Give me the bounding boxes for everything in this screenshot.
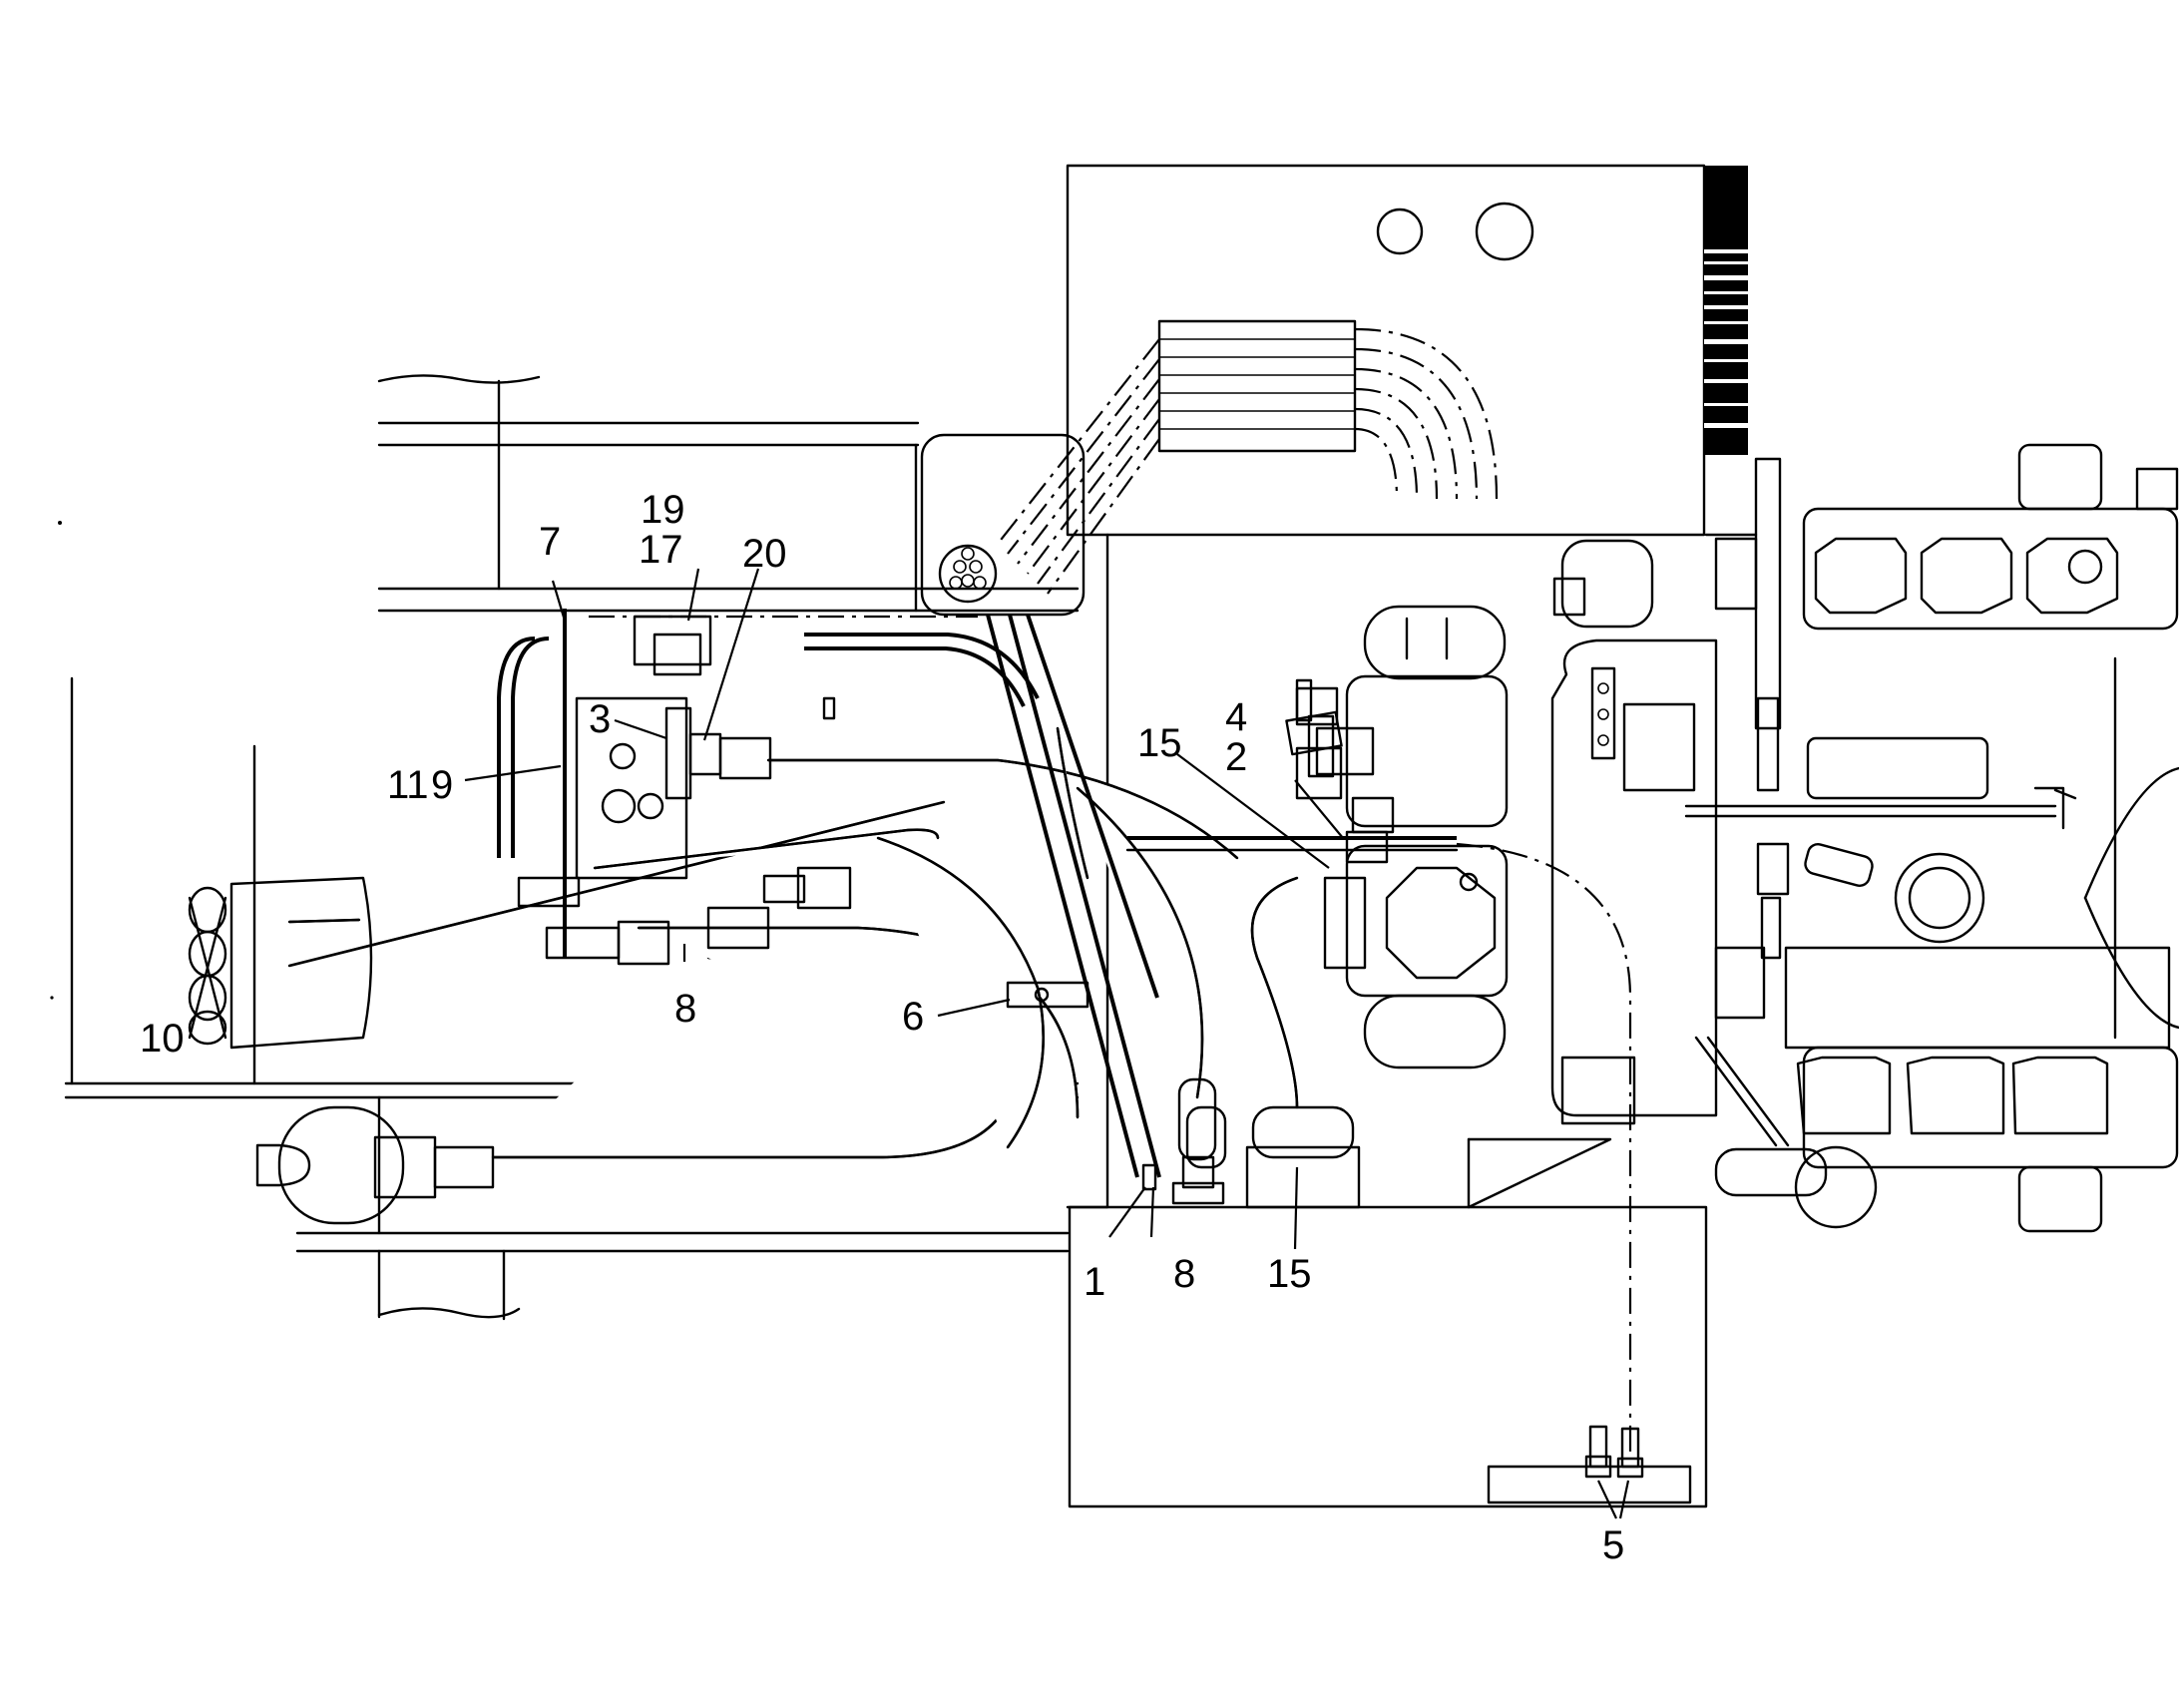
callout-19: 19 — [641, 488, 685, 532]
pump-housings — [1185, 605, 1509, 1209]
pipes — [497, 609, 1632, 1457]
callout-3: 3 — [589, 697, 611, 741]
cooler-assembly — [188, 876, 373, 1050]
stray-dot — [58, 521, 62, 525]
callout-1: 1 — [1084, 1260, 1105, 1304]
stray-dot — [50, 996, 54, 1000]
callout-7: 7 — [539, 520, 561, 564]
callout-10: 10 — [140, 1017, 185, 1061]
callout-17: 17 — [639, 528, 683, 572]
callout-9: 9 — [431, 763, 453, 807]
sensor-stack — [1285, 678, 1395, 864]
dark-strip — [1704, 166, 1748, 455]
filter-canister — [255, 1105, 495, 1225]
valve-block — [517, 615, 1090, 1009]
callout-8-upper: 8 — [674, 987, 696, 1031]
engine-block — [1550, 443, 2179, 1233]
bottom-fittings — [1141, 1077, 1644, 1479]
callout-5: 5 — [1602, 1523, 1624, 1567]
callout-8-lower: 8 — [1173, 1252, 1195, 1296]
callout-4: 4 — [1225, 695, 1247, 739]
callout-labels: 19 17 20 7 3 11 9 10 8 6 15 4 2 1 8 15 5 — [140, 488, 1624, 1567]
callout-6: 6 — [902, 995, 924, 1039]
callout-20: 20 — [742, 532, 787, 576]
callout-15-lower: 15 — [1267, 1252, 1312, 1296]
upper-housing — [920, 164, 1748, 617]
callout-11: 11 — [387, 763, 429, 807]
frame-structure — [64, 374, 1080, 1321]
callout-2: 2 — [1225, 735, 1247, 779]
callout-15-upper: 15 — [1137, 721, 1182, 765]
braided-hoses — [287, 726, 1299, 1159]
leader-lines — [464, 568, 1630, 1519]
